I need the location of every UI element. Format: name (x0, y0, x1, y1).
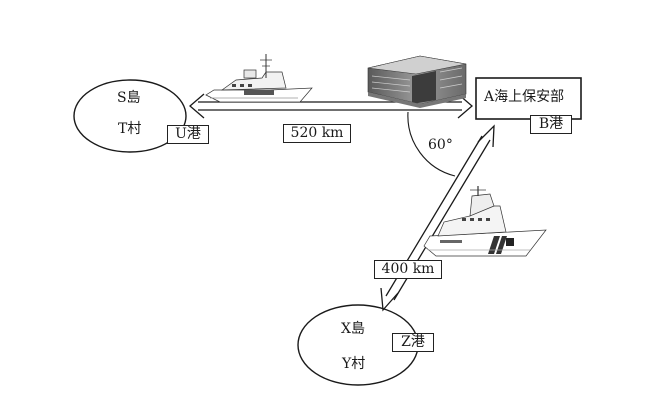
s-island-shape (73, 79, 187, 153)
office-building-icon (367, 55, 467, 108)
s-island-port-label: U港 (167, 125, 209, 144)
s-island-name: S島 (117, 90, 141, 106)
x-island-name: X島 (341, 321, 365, 337)
x-island-port-label: Z港 (392, 333, 434, 352)
office-port-label: B港 (530, 115, 572, 134)
patrol-ship-icon (205, 54, 313, 103)
office-name: A海上保安部 (484, 89, 565, 105)
horizontal-distance-label: 520 km (283, 124, 351, 143)
x-island-village: Y村 (342, 356, 366, 372)
patrol-ship-icon-large (423, 186, 547, 257)
office-box (475, 77, 582, 120)
angle-label: 60° (428, 137, 453, 153)
diagonal-distance-label: 400 km (374, 260, 442, 279)
s-island-village: T村 (118, 121, 142, 137)
angle-arc (407, 111, 456, 177)
